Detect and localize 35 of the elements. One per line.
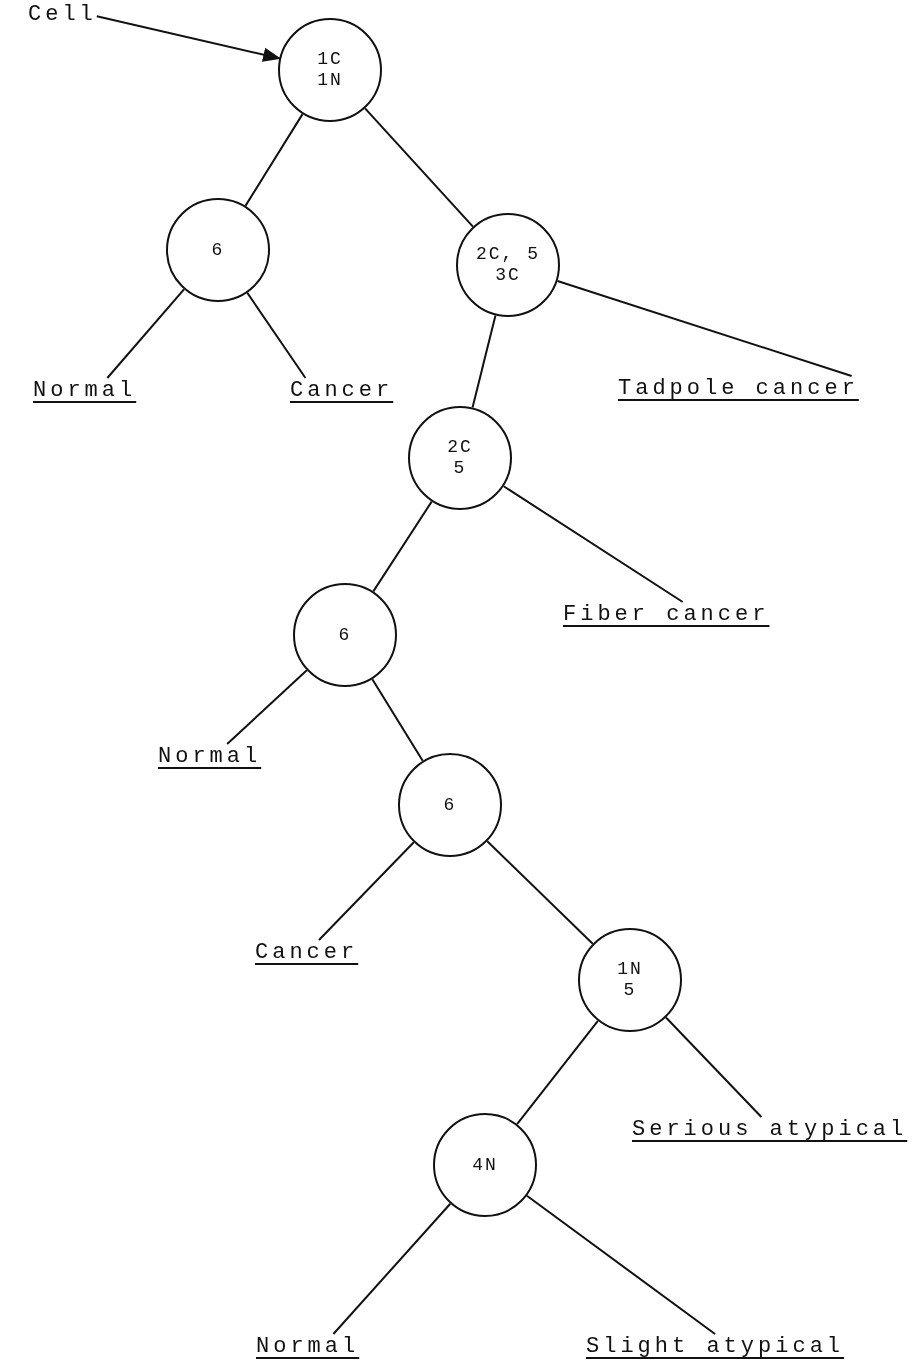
node-label: 6 [210,239,226,261]
arrow [95,15,282,62]
connector-line [246,291,307,379]
node-label: 1C 1N [316,49,344,91]
connector-line [372,500,433,593]
outcome-label: Normal [158,744,262,770]
connector-line [226,669,308,745]
node-label: 4N [471,1154,499,1176]
node-label: 1N 5 [616,959,644,1001]
node-label: 6 [442,794,458,816]
connector-line [516,1019,599,1126]
outcome-label: Cancer [290,378,394,404]
outcome-label: Tadpole cancer [618,376,859,402]
text-label: Cell [28,2,97,28]
connector-line [556,280,853,377]
outcome-label: Fiber cancer [563,602,770,628]
outcome-label: Serious atypical [632,1117,908,1143]
connector-line [318,841,415,941]
connector-line [332,1202,452,1335]
connector-line [471,314,497,409]
node-label: 2C, 5 3C [475,244,541,286]
outcome-label: Cancer [255,940,359,966]
connector-line [486,840,594,945]
outcome-label: Normal [33,378,137,404]
node-label: 6 [337,624,353,646]
connector-line [106,288,185,379]
connector-line [364,107,474,228]
connector-line [665,1016,763,1118]
connector-line [371,678,424,762]
node-label: 2C 5 [446,437,474,479]
connector-line [502,485,684,603]
outcome-label: Slight atypical [586,1334,845,1360]
connector-line [525,1194,716,1335]
outcome-label: Normal [256,1334,360,1360]
connector-line [244,113,304,207]
